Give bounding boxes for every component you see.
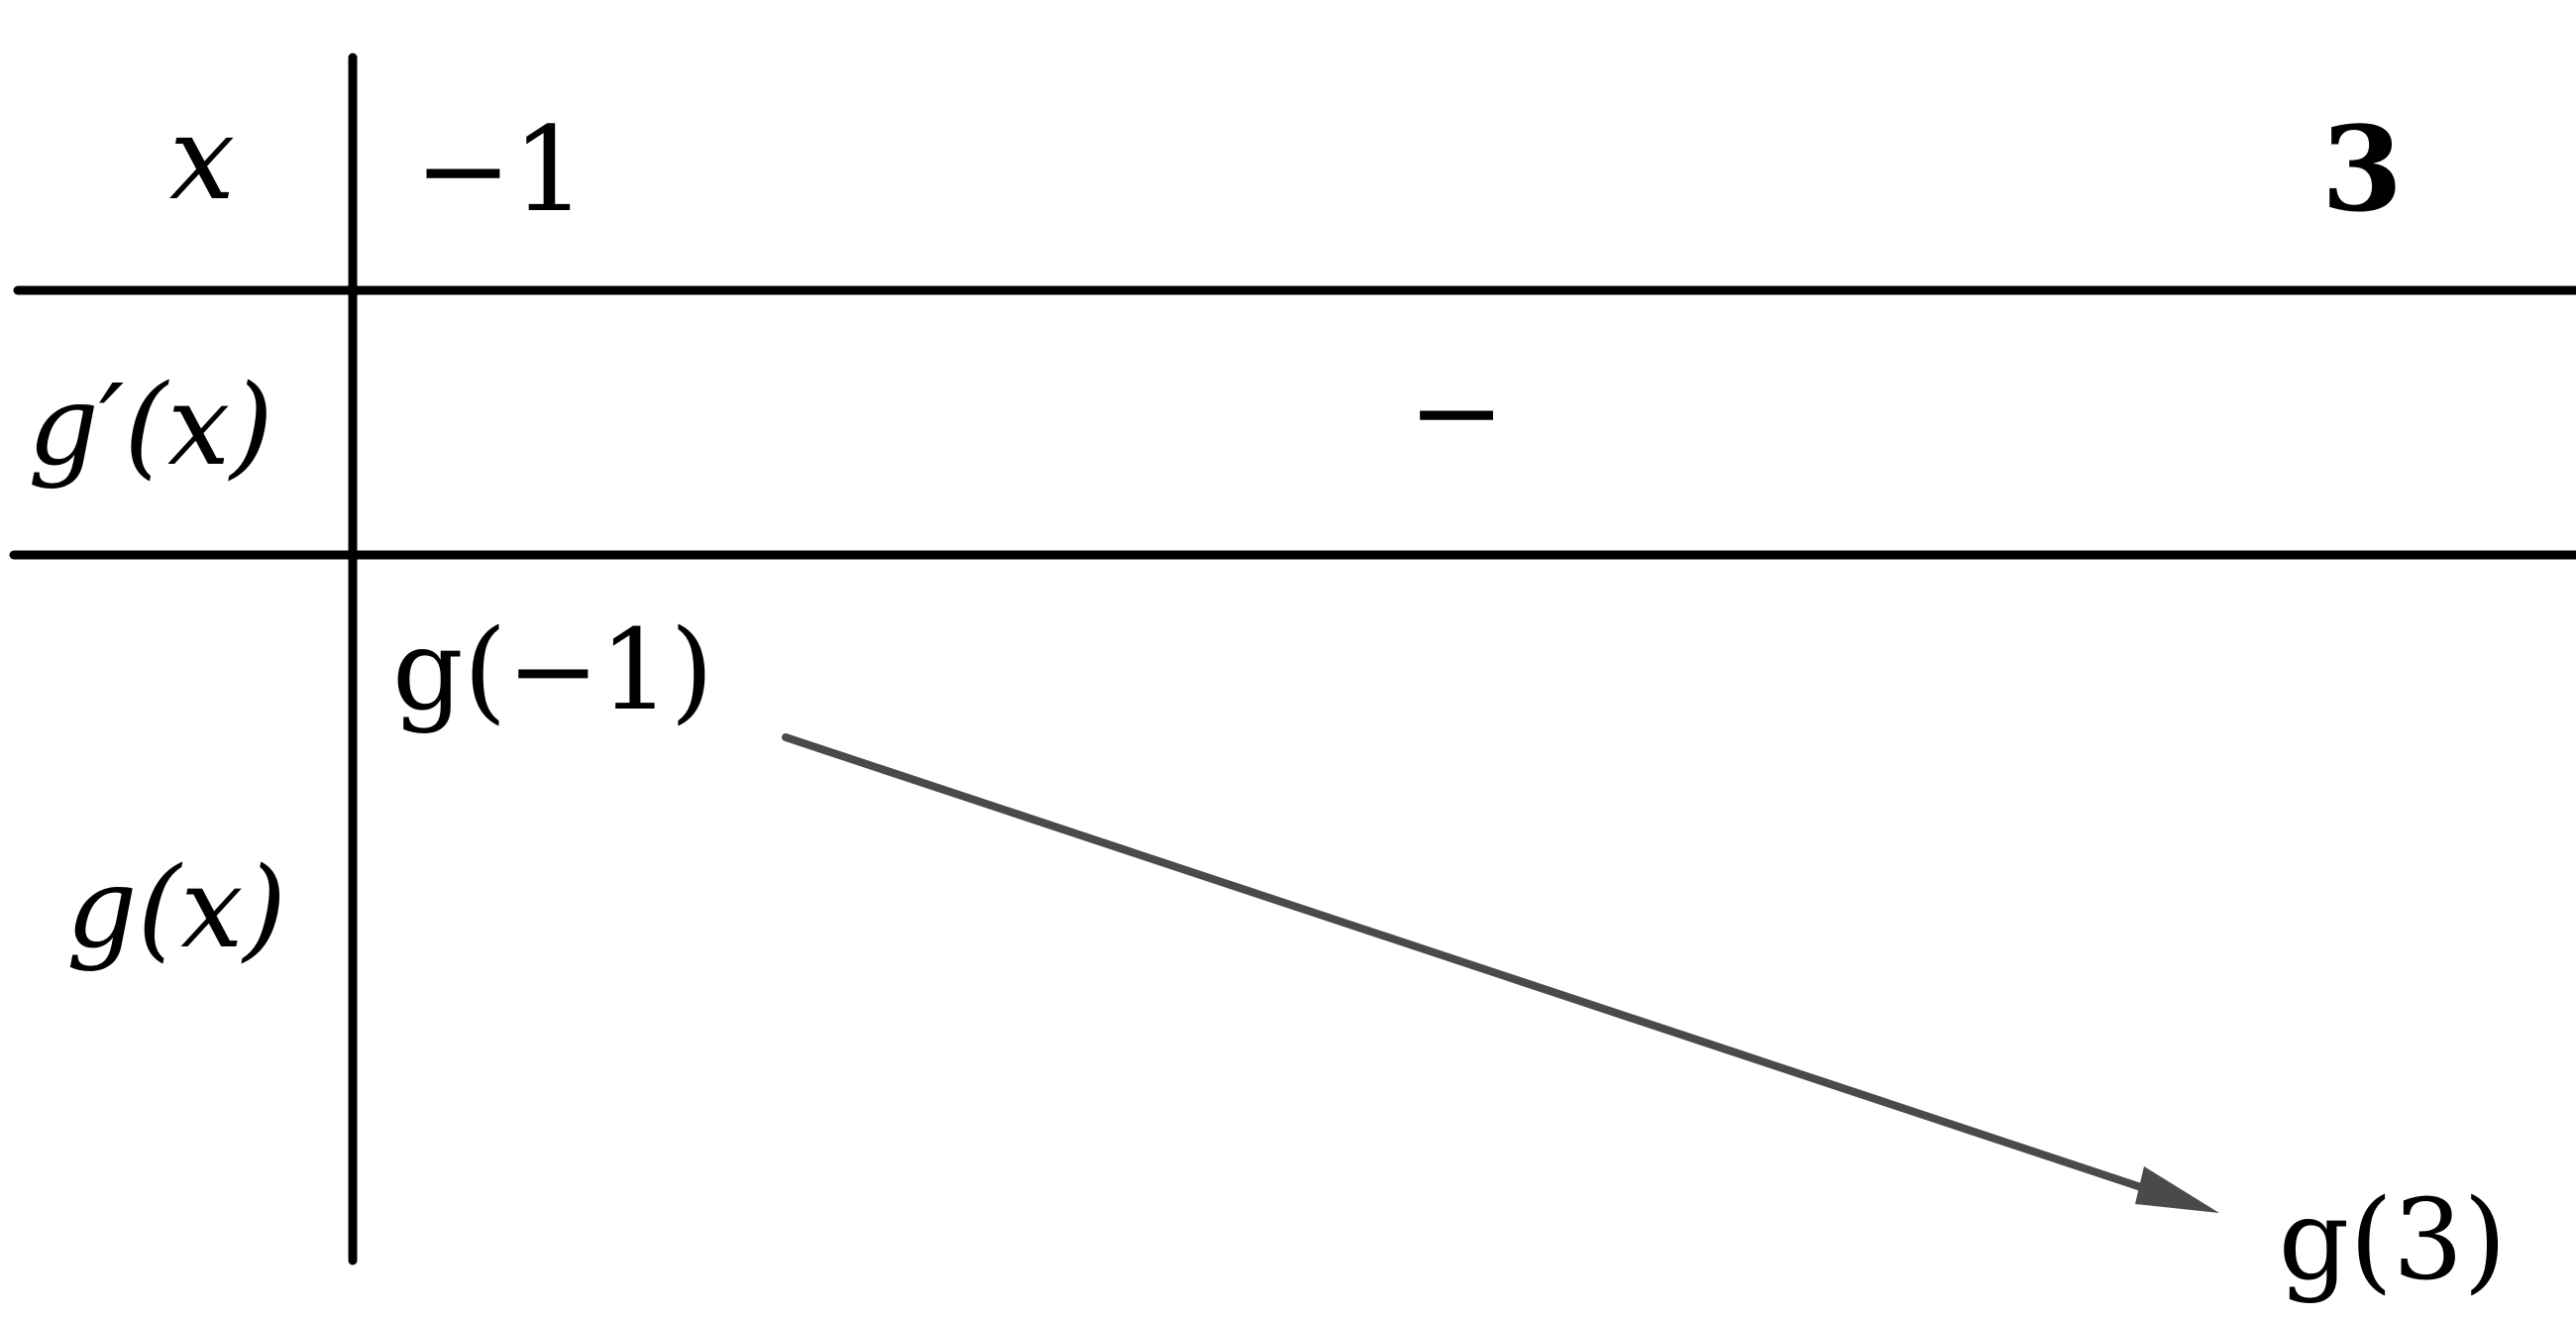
row-header-function: g(x) [66, 844, 286, 973]
derivative-sign: − [1408, 343, 1506, 480]
row-header-derivative: g′(x) [28, 362, 273, 491]
function-value-end: g(3) [2279, 1176, 2507, 1305]
decreasing-arrow-line [782, 733, 2169, 1199]
x-value-end: 3 [2321, 100, 2403, 238]
row-header-x: x [169, 89, 236, 226]
x-value-start: −1 [414, 101, 587, 238]
decreasing-arrow-head [2135, 1166, 2219, 1213]
function-value-start: g(−1) [392, 606, 713, 735]
